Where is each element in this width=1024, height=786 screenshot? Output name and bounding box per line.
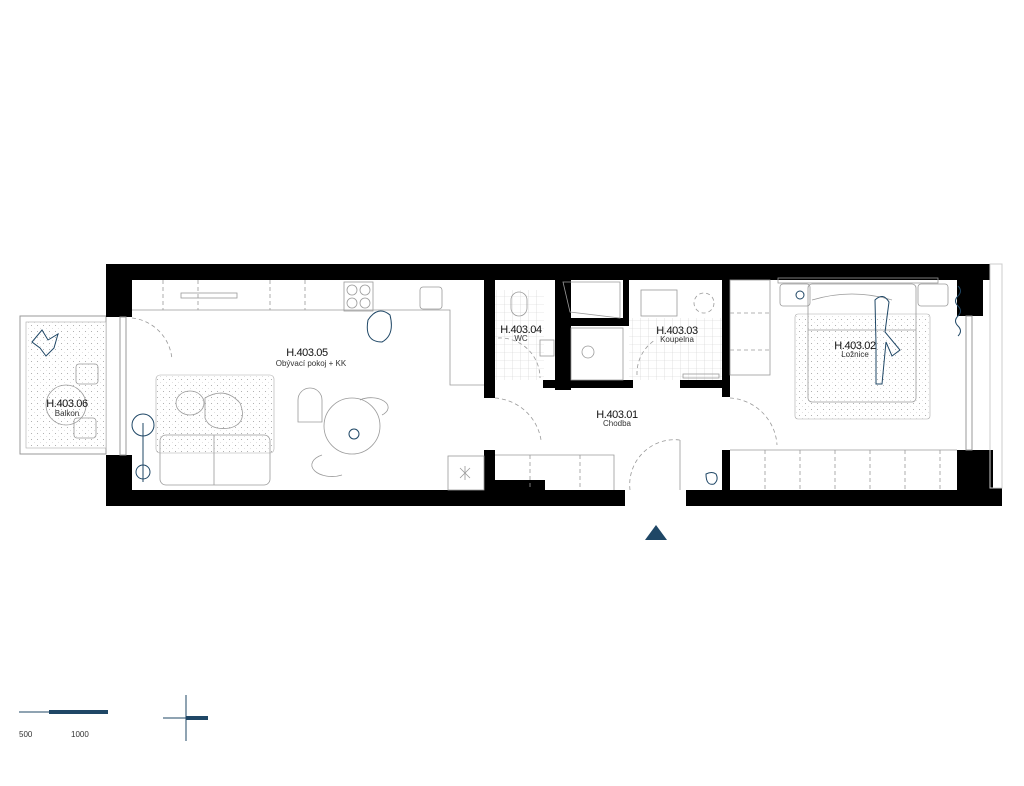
room-label-hall: H.403.01 Chodba (596, 409, 638, 428)
room-label-balcony: H.403.06 Balkon (46, 398, 88, 418)
room-name: Obývací pokoj + KK (276, 359, 347, 368)
room-name: Ložnice (841, 350, 869, 359)
room-code: H.403.01 (596, 409, 638, 421)
bedroom-window (965, 315, 973, 451)
walls (106, 264, 1002, 506)
balcony-door-window (119, 316, 127, 456)
living-furniture (131, 280, 485, 491)
room-name: Koupelna (660, 335, 694, 344)
window-frame (989, 263, 1003, 489)
bedroom-furniture (729, 277, 961, 490)
room-name: WC (514, 334, 528, 343)
room-name: Balkon (55, 409, 79, 418)
room-label-bathroom: H.403.03 Koupelna (656, 325, 698, 344)
room-code: H.403.04 (500, 324, 542, 336)
north-cross-icon (163, 695, 208, 741)
room-label-wc: H.403.04 WC (500, 324, 542, 343)
room-label-bedroom: H.403.02 Ložnice (834, 340, 876, 359)
entrance-arrow-icon (645, 525, 667, 540)
hall-furniture (494, 397, 778, 491)
room-name: Chodba (603, 419, 632, 428)
scale-bar: 500 1000 (19, 710, 108, 739)
room-label-living: H.403.05 Obývací pokoj + KK (276, 347, 347, 368)
room-code: H.403.06 (46, 398, 88, 410)
scale-label-1000: 1000 (71, 730, 89, 739)
balcony (19, 315, 107, 455)
room-code: H.403.05 (286, 347, 328, 359)
scale-label-500: 500 (19, 730, 33, 739)
bathroom-floor (629, 318, 722, 380)
room-code: H.403.02 (834, 340, 876, 352)
wc-floor (494, 290, 544, 380)
plant-icon (31, 329, 59, 357)
wet-room-furniture (497, 281, 720, 381)
room-code: H.403.03 (656, 325, 698, 337)
